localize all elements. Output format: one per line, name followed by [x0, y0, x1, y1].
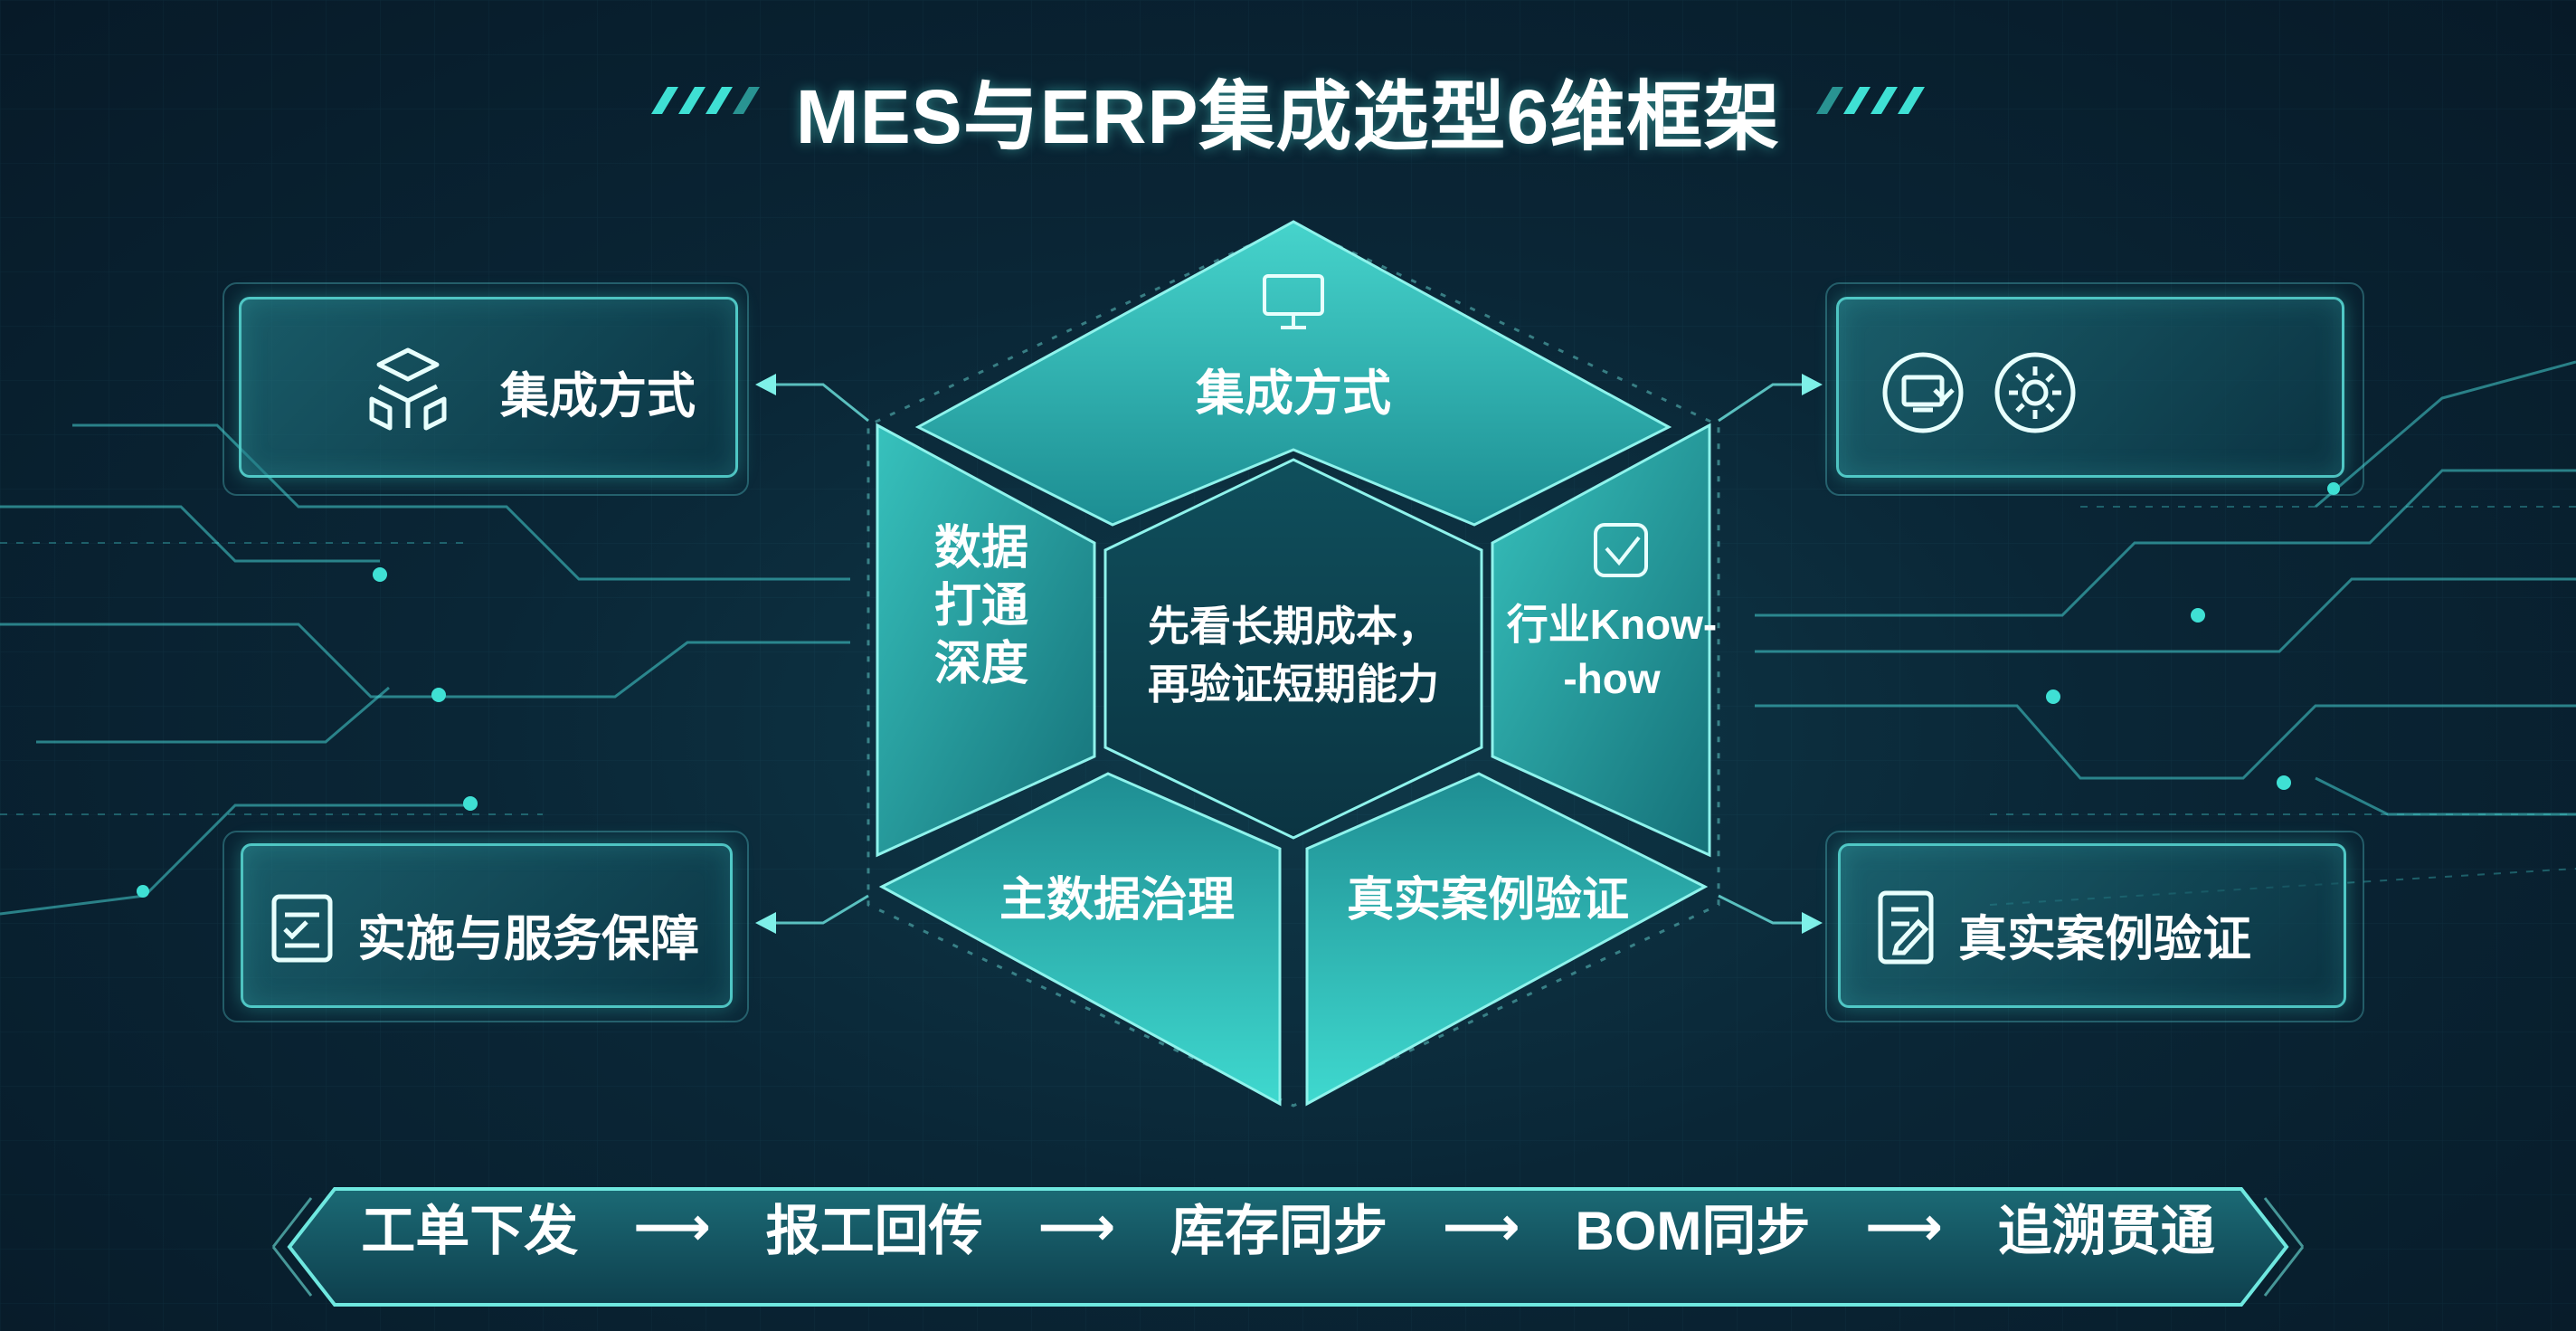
- hex-label-top: 集成方式: [1196, 366, 1391, 421]
- flow-arrow: ⟶: [632, 1195, 711, 1257]
- flow-arrow: ⟶: [1865, 1195, 1944, 1257]
- hex-center-text: 先看长期成本， 再验证短期能力: [1122, 597, 1465, 713]
- flow-step: 工单下发: [361, 1201, 579, 1261]
- card-top-left[interactable]: 集成方式: [239, 297, 738, 478]
- refresh-screen-icon: [1882, 352, 1964, 433]
- flow-banner: [271, 1187, 2305, 1307]
- hex-segment-top: [914, 220, 1672, 527]
- hex-segment-left: [876, 423, 1096, 858]
- document-edit-icon: [1878, 890, 1934, 965]
- hex-label-right: 行业Know- -how: [1503, 597, 1720, 706]
- hex-label-left-line: 数据: [933, 522, 1028, 575]
- card-label: 实施与服务保障: [357, 912, 699, 966]
- monitor-icon: [1263, 274, 1324, 329]
- hex-label-left-line: 打通: [933, 580, 1028, 632]
- hex-center-line: 再验证短期能力: [1148, 661, 1439, 708]
- hex-label-bottom-left: 主数据治理: [999, 874, 1235, 927]
- flow-steps: 工单下发 ⟶ 报工回传 ⟶ 库存同步 ⟶ BOM同步 ⟶ 追溯贯通: [289, 1187, 2287, 1266]
- hex-center: [1103, 458, 1483, 840]
- hex-label-right-line: 行业Know-: [1506, 601, 1718, 648]
- card-frame: [223, 282, 749, 496]
- hex-center-line: 先看长期成本，: [1148, 603, 1439, 650]
- card-bottom-left[interactable]: 实施与服务保障: [241, 843, 733, 1008]
- flow-arrow: ⟶: [1442, 1195, 1520, 1257]
- card-label: 集成方式: [500, 369, 696, 423]
- hex-segment-bottom-right: [1305, 772, 1709, 1107]
- title-stripes-right: [1816, 87, 1925, 114]
- card-bottom-right[interactable]: 真实案例验证: [1838, 843, 2346, 1008]
- card-frame: [1825, 831, 2364, 1022]
- flow-arrow: ⟶: [1037, 1195, 1116, 1257]
- title-stripes-left: [651, 87, 760, 114]
- hex-label-bottom-right: 真实案例验证: [1346, 874, 1629, 927]
- flow-step: BOM同步: [1575, 1201, 1811, 1261]
- card-top-right[interactable]: [1836, 297, 2344, 478]
- flow-step: 库存同步: [1170, 1201, 1387, 1261]
- checklist-icon: [271, 894, 333, 963]
- hex-label-left: 数据 打通 深度: [909, 519, 1054, 693]
- hex-segment-bottom-left: [878, 772, 1282, 1107]
- card-frame: [1825, 282, 2364, 496]
- hex-label-right-line: -how: [1563, 655, 1661, 702]
- hex-label-left-line: 深度: [933, 638, 1028, 690]
- hex-segment-right: [1491, 423, 1711, 858]
- flow-step: 追溯贯通: [1997, 1201, 2215, 1261]
- card-frame: [223, 831, 749, 1022]
- cube-stack-icon: [369, 347, 447, 431]
- page-title: MES与ERP集成选型6维框架: [795, 74, 1781, 159]
- flow-step: 报工回传: [765, 1201, 983, 1261]
- checkbox-icon: [1594, 523, 1648, 577]
- card-label: 真实案例验证: [1958, 912, 2251, 966]
- gear-icon: [1994, 352, 2076, 433]
